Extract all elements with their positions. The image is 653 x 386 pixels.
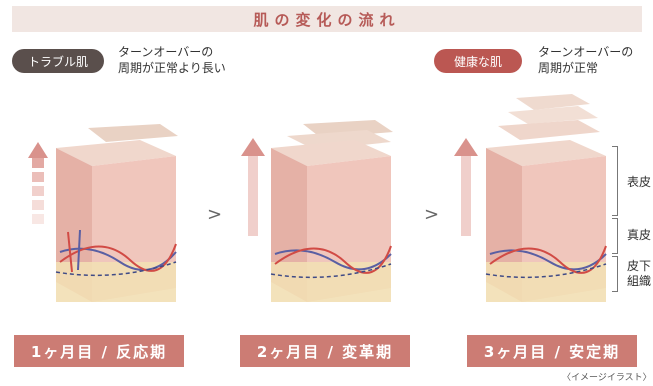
skin-illustration-stage-2 xyxy=(235,112,415,317)
skin-cross-section-illustration xyxy=(454,94,607,302)
up-arrow-icon xyxy=(454,138,478,236)
dermis-bracket xyxy=(612,218,618,254)
skin-illustration-stage-1 xyxy=(20,112,200,317)
subcutis-bracket xyxy=(612,256,618,292)
trouble-skin-badge: トラブル肌 xyxy=(12,49,104,73)
healthy-skin-badge: 健康な肌 xyxy=(434,49,522,73)
chevron-right-icon: > xyxy=(207,204,223,225)
skin-cross-section-illustration xyxy=(241,120,393,302)
subcutis-label: 皮下 組織 xyxy=(627,259,652,288)
illustration-note: 〈イメージイラスト〉 xyxy=(562,373,652,383)
epidermis-bracket xyxy=(612,146,618,216)
healthy-skin-description: ターンオーバーの 周期が正常 xyxy=(538,45,634,75)
epidermis-label: 表皮 xyxy=(627,175,652,189)
skin-cross-section-illustration xyxy=(28,124,178,302)
skin-illustration-stage-3 xyxy=(450,90,630,317)
dermis-label: 真皮 xyxy=(627,228,652,242)
chevron-right-icon: > xyxy=(424,204,440,225)
stage-3-label: 3ヶ月目 / 安定期 xyxy=(467,335,637,367)
stage-1-label: 1ヶ月目 / 反応期 xyxy=(14,335,184,367)
page-title: 肌の変化の流れ xyxy=(12,6,642,32)
up-arrow-icon xyxy=(28,142,48,224)
trouble-skin-description: ターンオーバーの 周期が正常より長い xyxy=(118,45,226,75)
stage-2-label: 2ヶ月目 / 変革期 xyxy=(240,335,410,367)
up-arrow-icon xyxy=(241,138,265,236)
